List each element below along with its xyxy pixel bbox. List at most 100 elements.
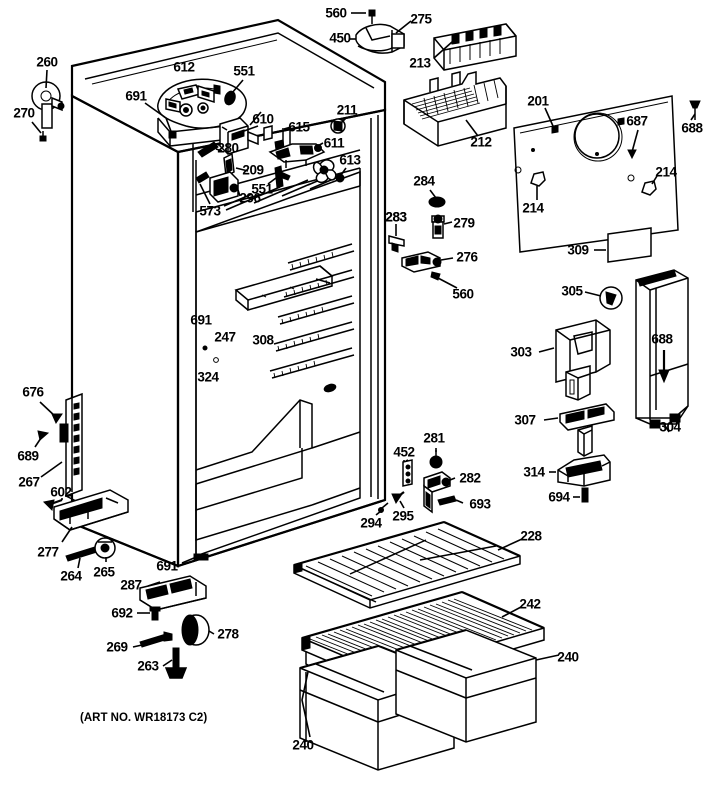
part-281-stud	[429, 450, 443, 469]
part-265-roller	[94, 537, 116, 559]
part-callout-214[interactable]: 214	[522, 200, 544, 216]
part-callout-213[interactable]: 213	[409, 55, 431, 71]
part-callout-602[interactable]: 602	[50, 484, 72, 500]
part-269-screw	[139, 631, 173, 648]
part-282-latch	[423, 471, 451, 514]
part-callout-305[interactable]: 305	[561, 283, 583, 299]
part-callout-240[interactable]: 240	[292, 737, 314, 753]
part-callout-573[interactable]: 573	[199, 203, 221, 219]
part-callout-212[interactable]: 212	[470, 134, 492, 150]
part-callout-611[interactable]: 611	[323, 135, 345, 151]
part-callout-693[interactable]: 693	[469, 496, 491, 512]
part-307-mount	[559, 403, 615, 457]
part-callout-279[interactable]: 279	[453, 215, 475, 231]
part-callout-264[interactable]: 264	[60, 568, 82, 584]
leader-270	[31, 121, 42, 134]
part-314-cover	[557, 454, 611, 487]
part-callout-282[interactable]: 282	[459, 470, 481, 486]
part-callout-691[interactable]: 691	[125, 88, 147, 104]
part-602-arrow	[42, 498, 63, 512]
part-270-screw	[39, 131, 47, 142]
part-callout-303[interactable]: 303	[510, 344, 532, 360]
part-callout-284[interactable]: 284	[413, 173, 435, 189]
part-callout-691[interactable]: 691	[190, 312, 212, 328]
part-279-housing	[431, 214, 445, 239]
part-callout-201[interactable]: 201	[527, 93, 549, 109]
part-callout-281[interactable]: 281	[423, 430, 445, 446]
part-callout-240[interactable]: 240	[557, 649, 579, 665]
part-callout-689[interactable]: 689	[17, 448, 39, 464]
leader-260	[45, 69, 48, 89]
part-callout-247[interactable]: 247	[214, 329, 236, 345]
part-callout-276[interactable]: 276	[456, 249, 478, 265]
part-callout-612[interactable]: 612	[173, 59, 195, 75]
part-callout-275[interactable]: 275	[410, 11, 432, 27]
part-callout-260[interactable]: 260	[36, 54, 58, 70]
part-callout-304[interactable]: 304	[659, 419, 681, 435]
part-573-pin	[195, 171, 210, 184]
part-240-crisper-right	[395, 628, 537, 743]
part-callout-610[interactable]: 610	[252, 111, 274, 127]
part-callout-283[interactable]: 283	[385, 209, 407, 225]
part-callout-277[interactable]: 277	[37, 544, 59, 560]
part-callout-294[interactable]: 294	[360, 515, 382, 531]
part-callout-283[interactable]: 283	[385, 209, 407, 225]
part-callout-560[interactable]: 560	[452, 286, 474, 302]
part-callout-242[interactable]: 242	[519, 596, 541, 612]
part-callout-278[interactable]: 278	[217, 626, 239, 642]
part-296-motor	[209, 171, 239, 203]
part-callout-688[interactable]: 688	[651, 331, 673, 347]
part-callout-209[interactable]: 209	[242, 162, 264, 178]
part-callout-295[interactable]: 295	[392, 508, 414, 524]
part-callout-688[interactable]: 688	[681, 120, 703, 136]
part-callout-324[interactable]: 324	[197, 369, 219, 385]
part-callout-694[interactable]: 694	[548, 489, 570, 505]
part-551-lower	[274, 165, 291, 189]
part-callout-692[interactable]: 692	[111, 605, 133, 621]
part-callout-296[interactable]: 296	[239, 190, 261, 206]
part-callout-287[interactable]: 287	[120, 577, 142, 593]
part-610-timer	[219, 117, 259, 155]
part-callout-307[interactable]: 307	[514, 412, 536, 428]
part-613-fan-blade	[312, 159, 345, 184]
part-callout-263[interactable]: 263	[137, 658, 159, 674]
part-callout-676[interactable]: 676	[22, 384, 44, 400]
part-callout-214[interactable]: 214	[655, 164, 677, 180]
part-callout-269[interactable]: 269	[106, 639, 128, 655]
part-267-trim-strip	[59, 392, 83, 503]
part-callout-613[interactable]: 613	[339, 152, 361, 168]
part-callout-211[interactable]: 211	[336, 102, 358, 118]
part-callout-551[interactable]: 551	[233, 63, 255, 79]
part-283-bracket	[388, 235, 405, 253]
part-287-plate	[139, 575, 207, 611]
part-callout-309[interactable]: 309	[567, 242, 589, 258]
part-201-rear-panel	[513, 95, 679, 253]
part-295-arrow	[391, 491, 405, 505]
part-callout-308[interactable]: 308	[252, 332, 274, 348]
part-callout-560[interactable]: 560	[325, 5, 347, 21]
part-callout-228[interactable]: 228	[520, 528, 542, 544]
part-560-screw-top	[368, 9, 376, 24]
art-number-label: (ART NO. WR18173 C2)	[80, 712, 208, 724]
part-452-striker	[402, 459, 413, 487]
part-309-nameplate	[607, 227, 652, 263]
part-305-cap	[599, 286, 623, 310]
part-callout-452[interactable]: 452	[393, 444, 415, 460]
part-callout-267[interactable]: 267	[18, 474, 40, 490]
part-212-drip-pan	[403, 71, 507, 147]
part-callout-280[interactable]: 280	[217, 140, 239, 156]
part-callout-270[interactable]: 270	[13, 105, 35, 121]
part-callout-551[interactable]: 551	[251, 181, 273, 197]
part-560-screw-lower	[430, 271, 441, 281]
part-callout-691[interactable]: 691	[156, 558, 178, 574]
control-housing-assembly	[157, 78, 247, 147]
part-callout-265[interactable]: 265	[93, 564, 115, 580]
part-callout-687[interactable]: 687	[626, 113, 648, 129]
part-260-hinge	[31, 81, 65, 129]
part-callout-615[interactable]: 615	[288, 119, 310, 135]
part-303-shelf-bin	[555, 319, 611, 401]
part-callout-450[interactable]: 450	[329, 30, 351, 46]
part-callout-314[interactable]: 314	[523, 464, 545, 480]
